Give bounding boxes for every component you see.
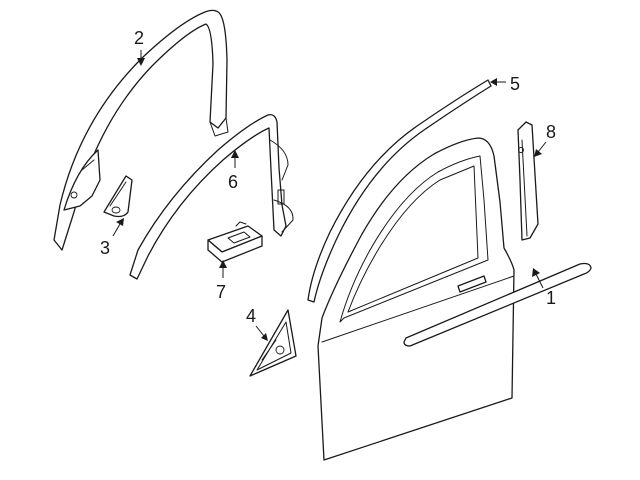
part-1-door-shell [317,137,515,461]
part-1-belt-molding [403,262,592,347]
callout-4: 4 [246,306,256,326]
callout-labels: 1 2 3 4 5 6 7 8 [100,28,556,326]
part-3-bracket [103,175,133,218]
part-8-pillar-applique [517,121,539,241]
part-6-frame-molding [129,114,294,280]
part-2-frame-molding [53,9,229,251]
part-4-triangle-trim [249,309,297,377]
callout-8: 8 [546,122,556,142]
callout-1: 1 [546,288,556,308]
callout-2: 2 [134,28,144,48]
callout-3: 3 [100,238,110,258]
callout-7: 7 [216,282,226,302]
part-5-weatherstrip [307,79,492,303]
callout-6: 6 [228,172,238,192]
callout-leaders [112,50,547,341]
callout-5: 5 [510,74,520,94]
part-7-clip [207,221,263,263]
